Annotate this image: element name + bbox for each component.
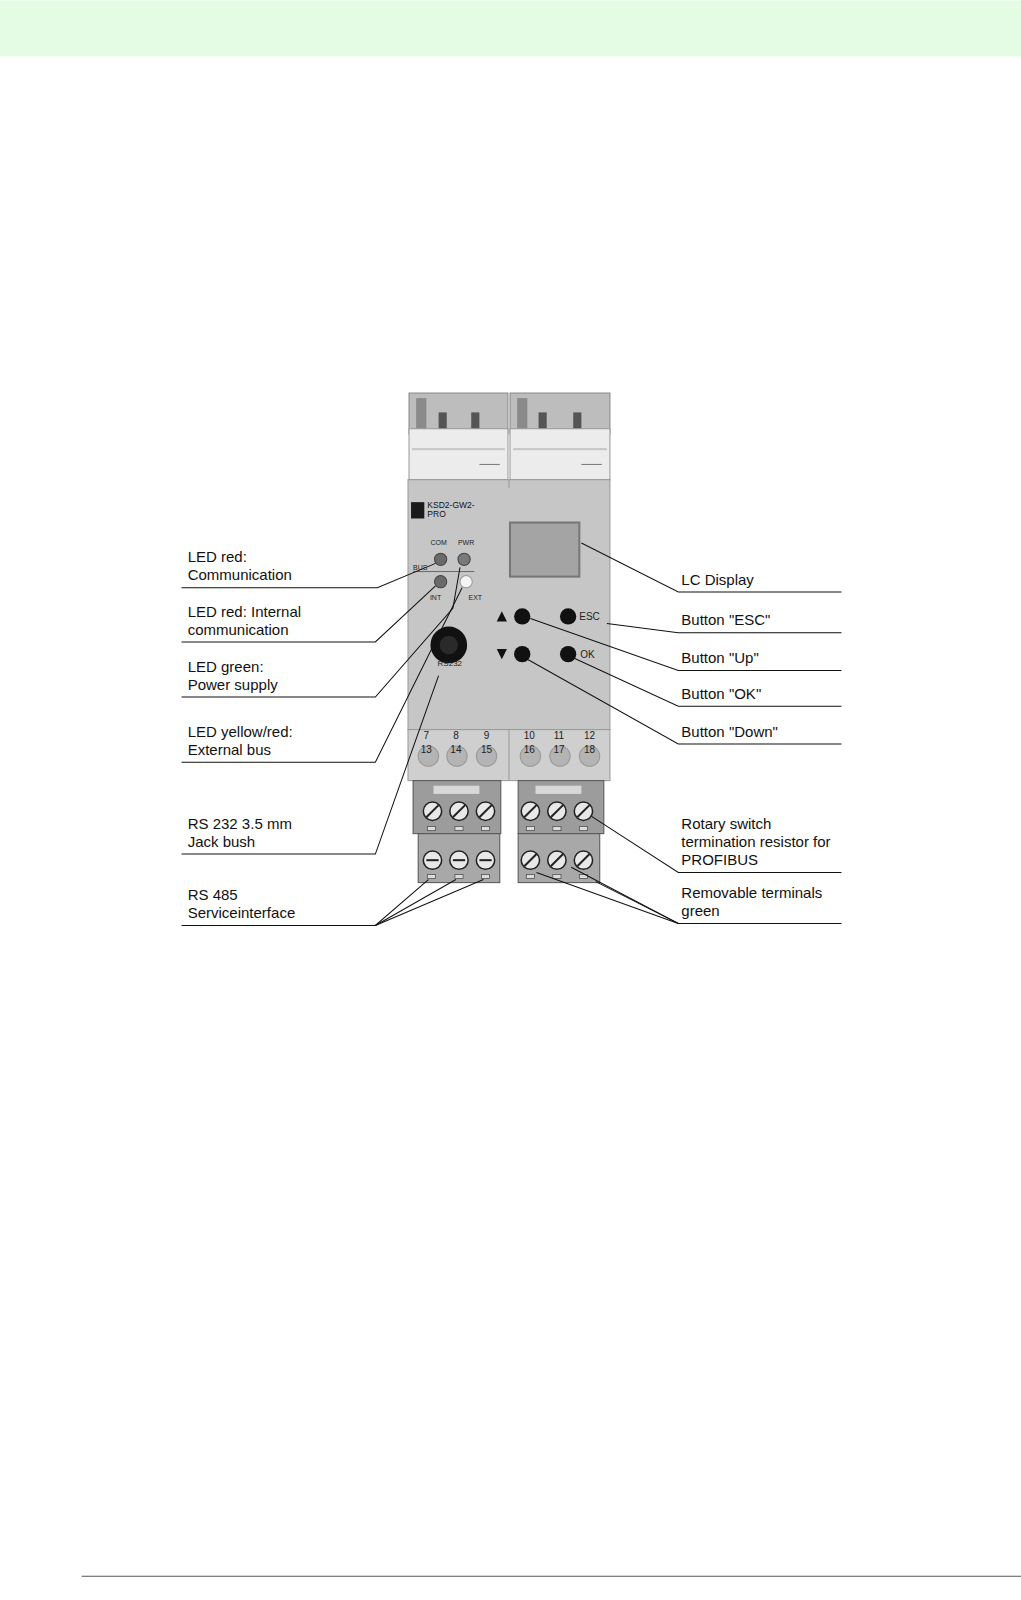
header-band xyxy=(0,0,1021,56)
button-label: ESC xyxy=(579,612,600,622)
callout-label: Rotary switch termination resistor for P… xyxy=(681,815,831,869)
terminal-number: 15 xyxy=(481,745,492,755)
led-label: BUS xyxy=(413,564,427,571)
terminal-number: 13 xyxy=(421,745,432,755)
callout-label: Button "Down" xyxy=(681,723,831,741)
callout-label: Button "OK" xyxy=(681,685,831,703)
terminal-number: 7 xyxy=(424,731,430,741)
led-label: INT xyxy=(430,593,441,600)
terminal-number: 14 xyxy=(450,745,461,755)
footer-rule xyxy=(82,1576,1021,1577)
led-label: EXT xyxy=(468,593,482,600)
terminal-plugs xyxy=(413,781,604,883)
led-label: PWR xyxy=(458,538,474,545)
terminal-number: 8 xyxy=(453,731,459,741)
terminal-number: 16 xyxy=(524,745,535,755)
terminal-number: 9 xyxy=(484,731,490,741)
callout-label: LC Display xyxy=(681,571,831,589)
callout-label: LED red: Communication xyxy=(188,548,310,584)
terminal-number: 10 xyxy=(524,731,535,741)
led-label: COM xyxy=(430,538,446,545)
callout-label: Button "Up" xyxy=(681,649,831,667)
callout-label: RS 485 Serviceinterface xyxy=(188,886,318,922)
callout-label: LED yellow/red: External bus xyxy=(188,723,310,759)
leader-lines xyxy=(182,543,842,925)
port-label: RS232 xyxy=(438,660,462,668)
terminal-number: 17 xyxy=(553,745,564,755)
terminal-number: 11 xyxy=(554,731,564,741)
terminal-number: 12 xyxy=(584,731,595,741)
down-arrow-symbol xyxy=(497,649,507,659)
callout-label: LED red: Internal communication xyxy=(188,603,368,639)
model-label: KSD2-GW2-PRO xyxy=(427,501,479,519)
housing xyxy=(408,393,610,781)
up-arrow-symbol xyxy=(497,611,507,621)
callout-label: Button "ESC" xyxy=(681,611,831,629)
callout-label: Removable terminals green xyxy=(681,884,831,920)
button-label: OK xyxy=(580,650,594,660)
terminal-number: 18 xyxy=(584,745,595,755)
callout-label: LED green: Power supply xyxy=(188,658,298,694)
callout-label: RS 232 3.5 mm Jack bush xyxy=(188,815,316,851)
